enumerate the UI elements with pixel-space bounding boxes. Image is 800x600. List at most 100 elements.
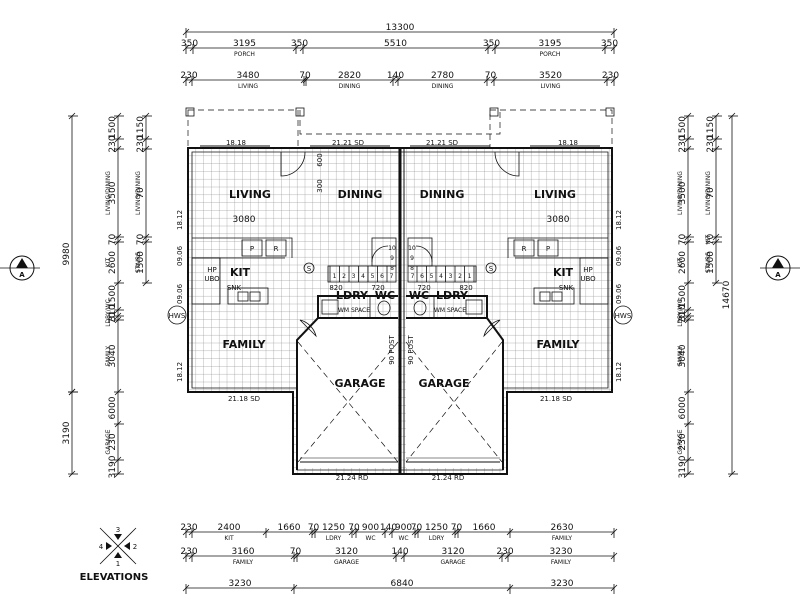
dim-value: 1660: [473, 523, 496, 533]
dim-value: 5510: [384, 39, 407, 49]
room-label-living: LIVING: [229, 188, 271, 201]
dim-value: 70: [290, 547, 302, 557]
dim-value: 1250: [322, 523, 345, 533]
elevations-legend: 3 1 4 2 ELEVATIONS: [80, 526, 149, 583]
dim-value: 140: [380, 523, 397, 533]
sink-bowl: [249, 291, 261, 302]
dim-value: 13300: [386, 23, 415, 33]
dim-value: 70: [706, 234, 716, 246]
dim-value: 230: [602, 71, 619, 81]
window-height-label: 21.18 SD: [228, 395, 260, 403]
elevation-number: 2: [133, 543, 137, 551]
room-label-dining: DINING: [420, 188, 465, 201]
dim-value: 900: [395, 523, 412, 533]
dim-value: 3230: [551, 579, 574, 589]
room-label-ldry: LDRY: [436, 289, 469, 302]
stair-number: 1: [468, 273, 472, 280]
stair-number: 9: [410, 255, 414, 262]
window-height-label: 21.18 SD: [540, 395, 572, 403]
dim-room-label: STAIRS: [705, 252, 712, 273]
stair-width-label: 600: [316, 153, 324, 166]
dim-value: 3190: [678, 455, 688, 478]
dim-value: 230: [678, 433, 688, 450]
window-height-label: 18.18: [558, 139, 578, 147]
dim-value: 230: [496, 547, 513, 557]
garage-access-door: [483, 319, 501, 338]
fridge-label: R: [274, 245, 279, 253]
porch-outline: [187, 109, 299, 149]
dim-value: 230: [180, 547, 197, 557]
kitchen-bench: [192, 237, 293, 258]
dim-value: 70: [678, 312, 688, 324]
hws-marker: [613, 305, 633, 325]
dim-value: 350: [601, 39, 618, 49]
stair-number: 10: [388, 245, 396, 252]
sink-bench: [227, 287, 269, 305]
post-label: 90 POST: [388, 334, 396, 364]
dim-value: 6000: [108, 396, 118, 419]
dim-value: 3230: [229, 579, 252, 589]
porch-post: [489, 107, 499, 117]
stair-block: [327, 265, 397, 283]
dim-value: 140: [391, 547, 408, 557]
width-label: 3080: [547, 215, 570, 225]
dim-value: 230: [180, 523, 197, 533]
room-label-kit: KIT: [230, 266, 251, 279]
dim-value: 1500: [108, 285, 118, 308]
dim-value: 3160: [232, 547, 255, 557]
room-label-ldry: LDRY: [336, 289, 369, 302]
dim-value: 70: [108, 312, 118, 324]
sink-bowl: [237, 291, 249, 302]
dim-value: 3500: [108, 181, 118, 204]
dim-room-label: GARAGE: [105, 429, 112, 454]
width-label: 720: [371, 284, 384, 292]
sink-label: SNK: [227, 284, 242, 292]
smoke-detector: [303, 262, 315, 274]
room-label-garage: GARAGE: [334, 377, 385, 390]
stair-number: 3: [352, 273, 356, 280]
window-height-label: 21.24 RD: [432, 474, 465, 482]
width-label: 720: [417, 284, 430, 292]
dim-room-label: KIT: [224, 535, 234, 542]
elevation-number: 3: [116, 526, 120, 534]
garage-floor: [406, 340, 503, 468]
dim-value: 230: [108, 135, 118, 152]
dim-value: 3120: [335, 547, 358, 557]
window-height-label: 21.21 SD: [332, 139, 364, 147]
room-label-family: FAMILY: [536, 338, 580, 351]
elevation-number: 4: [99, 543, 104, 551]
dim-room-label: FAMILY: [105, 346, 112, 366]
pantry-label: P: [546, 245, 550, 253]
laundry-wall: [317, 295, 398, 318]
dim-room-label: PORCH: [540, 51, 561, 58]
dim-value: 9980: [62, 242, 72, 265]
dim-value: 350: [181, 39, 198, 49]
dim-room-label: LDRY/WC: [105, 299, 112, 327]
washing-machine-label: WM SPACE: [434, 307, 466, 314]
garage-floor: [298, 340, 398, 468]
garage-floor: [298, 318, 398, 340]
porch-post: [605, 107, 615, 117]
smoke-detector: [485, 262, 497, 274]
dim-value: 2600: [678, 251, 688, 274]
stair-number: 4: [439, 273, 443, 280]
room-label-dining: DINING: [338, 188, 383, 201]
garage-roof-line: [405, 341, 503, 463]
porch-outline: [489, 109, 613, 149]
dim-value: 3520: [539, 71, 562, 81]
dim-room-label: LIVING/DINING: [105, 171, 112, 215]
sink-bowl: [551, 291, 563, 302]
stair-number: 6: [420, 273, 424, 280]
dim-value: 140: [387, 71, 404, 81]
roof-outline: [299, 110, 501, 135]
stair-number: 2: [342, 273, 346, 280]
fridge-box: [265, 239, 287, 257]
dim-value: 2600: [108, 251, 118, 274]
dim-room-label: FAMILY: [677, 346, 684, 366]
window-height-label: 18.12: [176, 210, 184, 230]
dim-value: 2630: [551, 523, 574, 533]
window-height-label: 09.06: [176, 245, 184, 266]
elevations-title: ELEVATIONS: [80, 572, 149, 583]
